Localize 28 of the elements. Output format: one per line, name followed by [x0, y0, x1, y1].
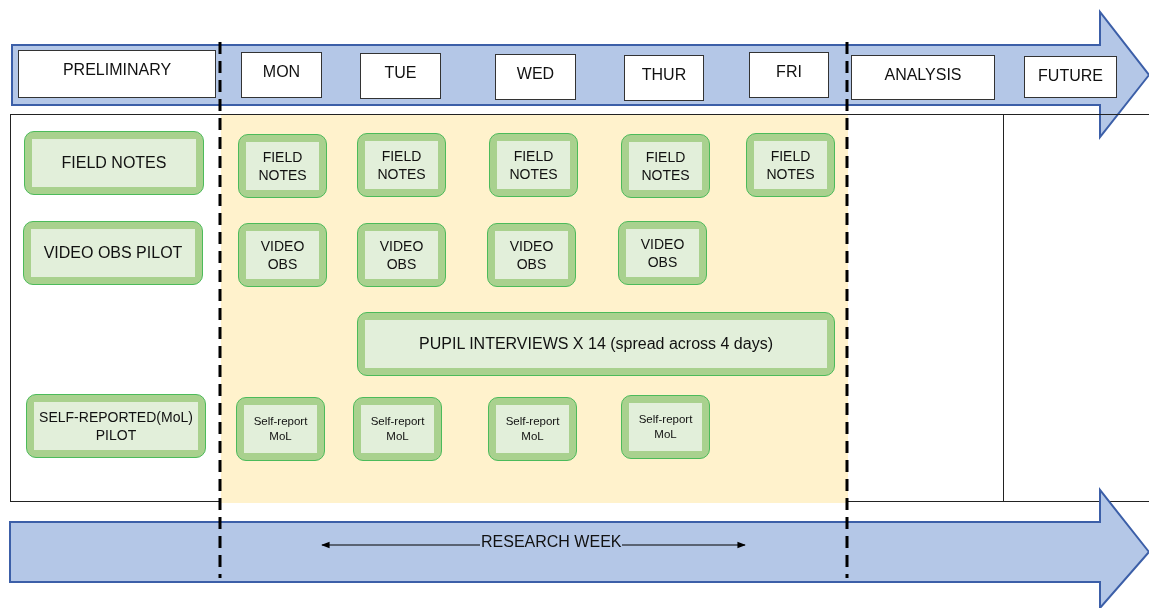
timeline-arrow [10, 490, 1149, 608]
timeline-table [10, 114, 1149, 502]
task-box: VIDEO OBS [238, 223, 327, 287]
task-box: VIDEO OBS [357, 223, 446, 287]
task-box: FIELD NOTES [489, 133, 578, 197]
task-box: FIELD NOTES [621, 134, 710, 198]
research-week-panel [221, 115, 848, 503]
task-box: Self-report MoL [236, 397, 325, 461]
task-box: PUPIL INTERVIEWS X 14 (spread across 4 days) [357, 312, 835, 376]
task-box: FIELD NOTES [357, 133, 446, 197]
task-box: FIELD NOTES [24, 131, 204, 195]
task-box: FIELD NOTES [238, 134, 327, 198]
phase-box: FUTURE [1024, 56, 1117, 98]
task-box: VIDEO OBS [618, 221, 707, 285]
phase-box: ANALYSIS [851, 55, 995, 100]
phase-box: FRI [749, 52, 829, 98]
phase-box: TUE [360, 53, 441, 99]
task-box: Self-report MoL [621, 395, 710, 459]
task-box: SELF-REPORTED(MoL) PILOT [26, 394, 206, 458]
task-box: Self-report MoL [488, 397, 577, 461]
task-box: FIELD NOTES [746, 133, 835, 197]
task-box: VIDEO OBS PILOT [23, 221, 203, 285]
phase-box: MON [241, 52, 322, 98]
task-box: VIDEO OBS [487, 223, 576, 287]
phase-box: THUR [624, 55, 704, 101]
phase-box: WED [495, 54, 576, 100]
task-box: Self-report MoL [353, 397, 442, 461]
phase-box: PRELIMINARY [18, 50, 216, 98]
